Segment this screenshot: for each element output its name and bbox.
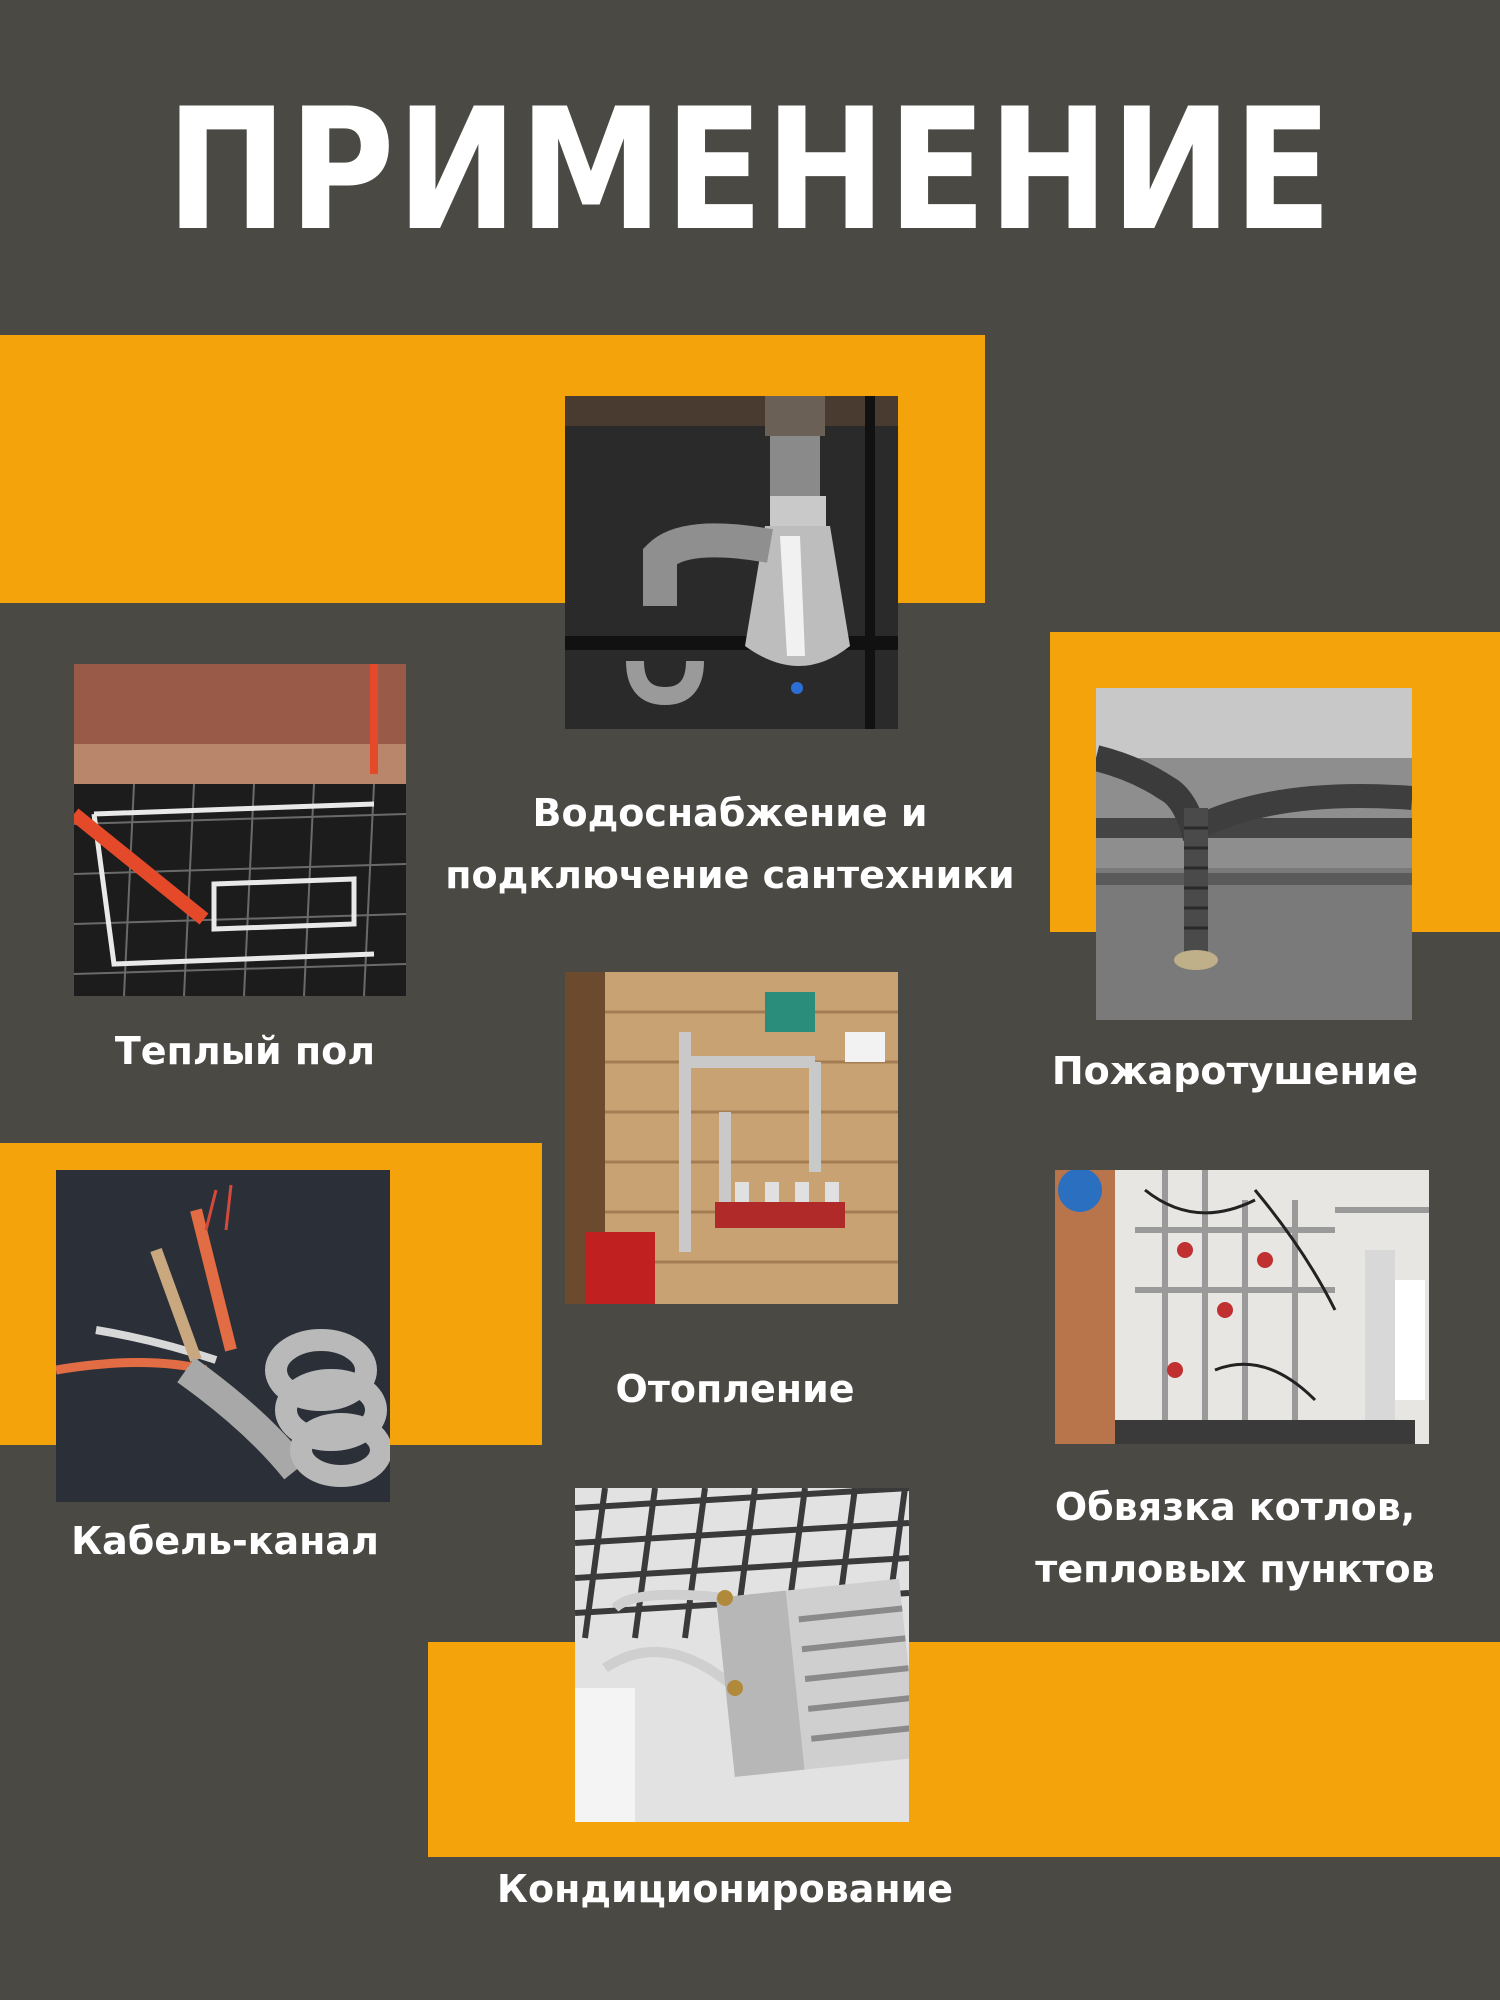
caption-heating: Отопление xyxy=(615,1367,855,1411)
caption-cable-conduit: Кабель-канал xyxy=(71,1519,379,1563)
caption-heated-floor: Теплый пол xyxy=(114,1029,376,1073)
boiler-room-photo xyxy=(1055,1170,1429,1444)
cable-conduit-photo xyxy=(56,1170,390,1502)
caption-water-supply: Водоснабжение и подключение сантехники xyxy=(445,791,1015,897)
page-title: ПРИМЕНЕНИЕ xyxy=(166,72,1334,268)
heating-manifold-photo xyxy=(565,972,898,1304)
air-heater-photo xyxy=(575,1488,909,1822)
sink-siphon-photo xyxy=(565,396,898,729)
caption-air-conditioning: Кондиционирование xyxy=(496,1867,954,1911)
heated-floor-photo xyxy=(74,664,406,996)
sprinkler-pipe-photo xyxy=(1096,688,1412,1020)
caption-boiler-piping: Обвязка котлов, тепловых пунктов xyxy=(1035,1485,1435,1591)
caption-fire-suppression: Пожаротушение xyxy=(1051,1049,1419,1093)
